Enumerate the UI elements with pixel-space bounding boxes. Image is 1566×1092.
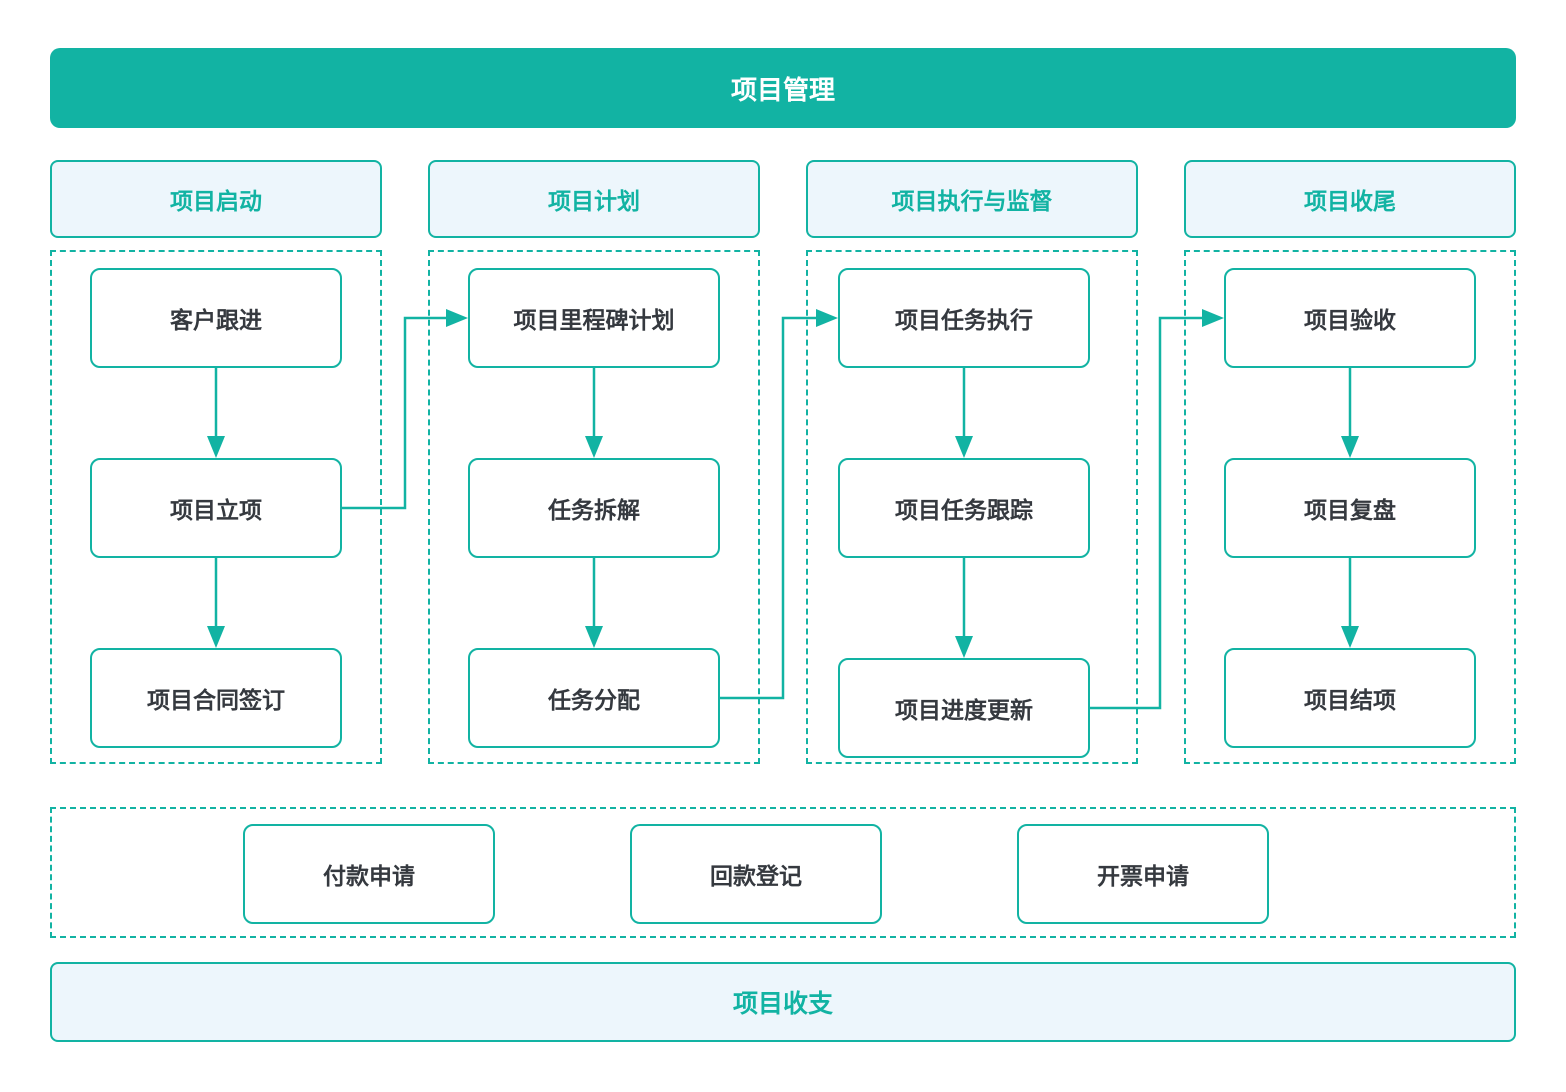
node-label: 回款登记	[710, 863, 802, 889]
node-project-closing: 项目结项	[1224, 648, 1476, 748]
stage-header-label: 项目启动	[170, 188, 262, 214]
node-progress-update: 项目进度更新	[838, 658, 1090, 758]
node-label: 项目验收	[1304, 307, 1396, 333]
stage-header-planning: 项目计划	[428, 160, 760, 238]
finance-container: 付款申请 回款登记 开票申请	[50, 807, 1516, 938]
stage-header-label: 项目收尾	[1304, 188, 1396, 214]
node-contract-signing: 项目合同签订	[90, 648, 342, 748]
node-invoice-request: 开票申请	[1017, 824, 1269, 924]
node-label: 付款申请	[323, 863, 415, 889]
node-task-tracking: 项目任务跟踪	[838, 458, 1090, 558]
node-label: 项目立项	[170, 497, 262, 523]
stage-header-initiation: 项目启动	[50, 160, 382, 238]
node-payment-request: 付款申请	[243, 824, 495, 924]
node-label: 项目合同签订	[147, 687, 285, 713]
footer-banner: 项目收支	[50, 962, 1516, 1042]
node-label: 项目任务执行	[895, 307, 1033, 333]
node-label: 任务分配	[548, 687, 640, 713]
diagram-title-banner: 项目管理	[50, 48, 1516, 128]
node-label: 项目任务跟踪	[895, 497, 1033, 523]
node-collection-registration: 回款登记	[630, 824, 882, 924]
node-task-breakdown: 任务拆解	[468, 458, 720, 558]
node-task-execution: 项目任务执行	[838, 268, 1090, 368]
node-label: 客户跟进	[170, 307, 262, 333]
node-label: 项目里程碑计划	[513, 307, 675, 333]
node-label: 任务拆解	[548, 497, 640, 523]
node-project-initiation: 项目立项	[90, 458, 342, 558]
stage-container-closure: 项目验收 项目复盘 项目结项	[1184, 250, 1516, 764]
node-label: 项目结项	[1304, 687, 1396, 713]
node-label: 开票申请	[1097, 863, 1189, 889]
stage-container-planning: 项目里程碑计划 任务拆解 任务分配	[428, 250, 760, 764]
node-project-review: 项目复盘	[1224, 458, 1476, 558]
node-task-assignment: 任务分配	[468, 648, 720, 748]
stage-header-closure: 项目收尾	[1184, 160, 1516, 238]
stage-header-label: 项目计划	[548, 188, 640, 214]
stage-header-execution-supervision: 项目执行与监督	[806, 160, 1138, 238]
node-project-acceptance: 项目验收	[1224, 268, 1476, 368]
stage-container-initiation: 客户跟进 项目立项 项目合同签订	[50, 250, 382, 764]
node-customer-follow-up: 客户跟进	[90, 268, 342, 368]
stage-container-execution-supervision: 项目任务执行 项目任务跟踪 项目进度更新	[806, 250, 1138, 764]
node-label: 项目复盘	[1304, 497, 1396, 523]
diagram-title: 项目管理	[730, 74, 835, 105]
node-milestone-plan: 项目里程碑计划	[468, 268, 720, 368]
stage-header-label: 项目执行与监督	[891, 188, 1053, 214]
node-label: 项目进度更新	[895, 697, 1033, 723]
footer-title: 项目收支	[732, 990, 833, 1018]
